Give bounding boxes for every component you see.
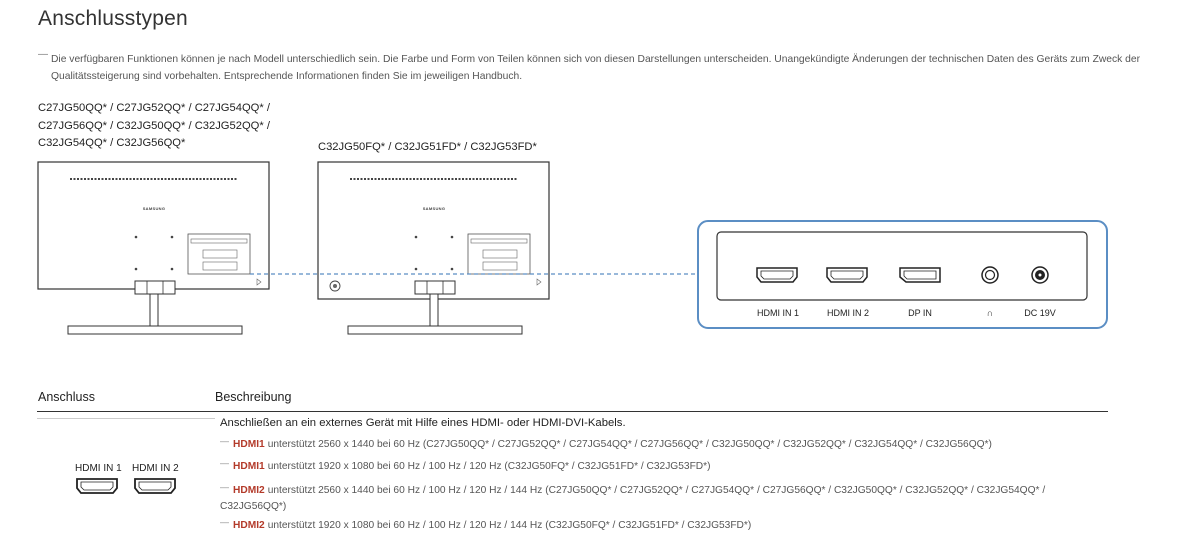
spec-port: HDMI1 <box>233 461 265 472</box>
spec-text: unterstützt 2560 x 1440 bei 60 Hz (C27JG… <box>267 439 992 450</box>
model-line: C27JG50QQ* / C27JG52QQ* / C27JG54QQ* / <box>38 102 270 114</box>
port-label-dc: DC 19V <box>1024 308 1056 318</box>
hdmi-port-icon <box>756 267 798 283</box>
hdmi-port-icon <box>826 267 868 283</box>
model-line: C27JG56QQ* / C32JG50QQ* / C32JG52QQ* / <box>38 119 270 132</box>
port-callout: HDMI IN 1 HDMI IN 2 DP IN ∩ DC 19V <box>697 220 1108 329</box>
table-hdmi-icon-1 <box>76 478 118 494</box>
table-row-divider <box>37 418 215 419</box>
headphone-jack-icon <box>981 266 999 284</box>
dc-power-jack-icon <box>1031 266 1049 284</box>
spec-text: unterstützt 1920 x 1080 bei 60 Hz / 100 … <box>267 520 752 531</box>
model-list-right: C32JG50FQ* / C32JG51FD* / C32JG53FD* <box>318 141 537 153</box>
table-header-port: Anschluss <box>38 390 95 404</box>
spec-port: HDMI1 <box>233 439 265 450</box>
model-line: C32JG54QQ* / C32JG56QQ* <box>38 137 186 149</box>
brand-text: SAMSUNG <box>423 206 446 211</box>
note-text: Die verfügbaren Funktionen können je nac… <box>51 54 1141 82</box>
table-port-label: HDMI IN 2 <box>132 463 179 474</box>
table-port-label: HDMI IN 1 <box>75 463 122 474</box>
port-label-hdmi2: HDMI IN 2 <box>827 308 869 318</box>
monitor-right: SAMSUNG <box>317 161 550 335</box>
page-title: Anschlusstypen <box>38 7 188 30</box>
table-header-description: Beschreibung <box>215 390 292 404</box>
table-header-divider <box>37 411 1108 412</box>
model-list-left: C27JG50QQ* / C27JG52QQ* / C27JG54QQ* / C… <box>38 100 308 153</box>
headphone-icon: ∩ <box>987 308 993 318</box>
table-description: Anschließen an ein externes Gerät mit Hi… <box>220 417 626 429</box>
spec-port: HDMI2 <box>233 485 265 496</box>
spec-port: HDMI2 <box>233 520 265 531</box>
spec-text: unterstützt 2560 x 1440 bei 60 Hz / 100 … <box>220 485 1046 512</box>
brand-text: SAMSUNG <box>143 206 166 211</box>
note-dash-icon: — <box>38 49 48 60</box>
port-label-dp: DP IN <box>908 308 932 318</box>
monitor-left: SAMSUNG <box>37 161 270 335</box>
displayport-icon <box>899 267 941 283</box>
disclaimer-note: — Die verfügbaren Funktionen können je n… <box>38 49 1178 85</box>
port-label-hdmi1: HDMI IN 1 <box>757 308 799 318</box>
spec-text: unterstützt 1920 x 1080 bei 60 Hz / 100 … <box>267 461 711 472</box>
table-hdmi-icon-2 <box>134 478 176 494</box>
